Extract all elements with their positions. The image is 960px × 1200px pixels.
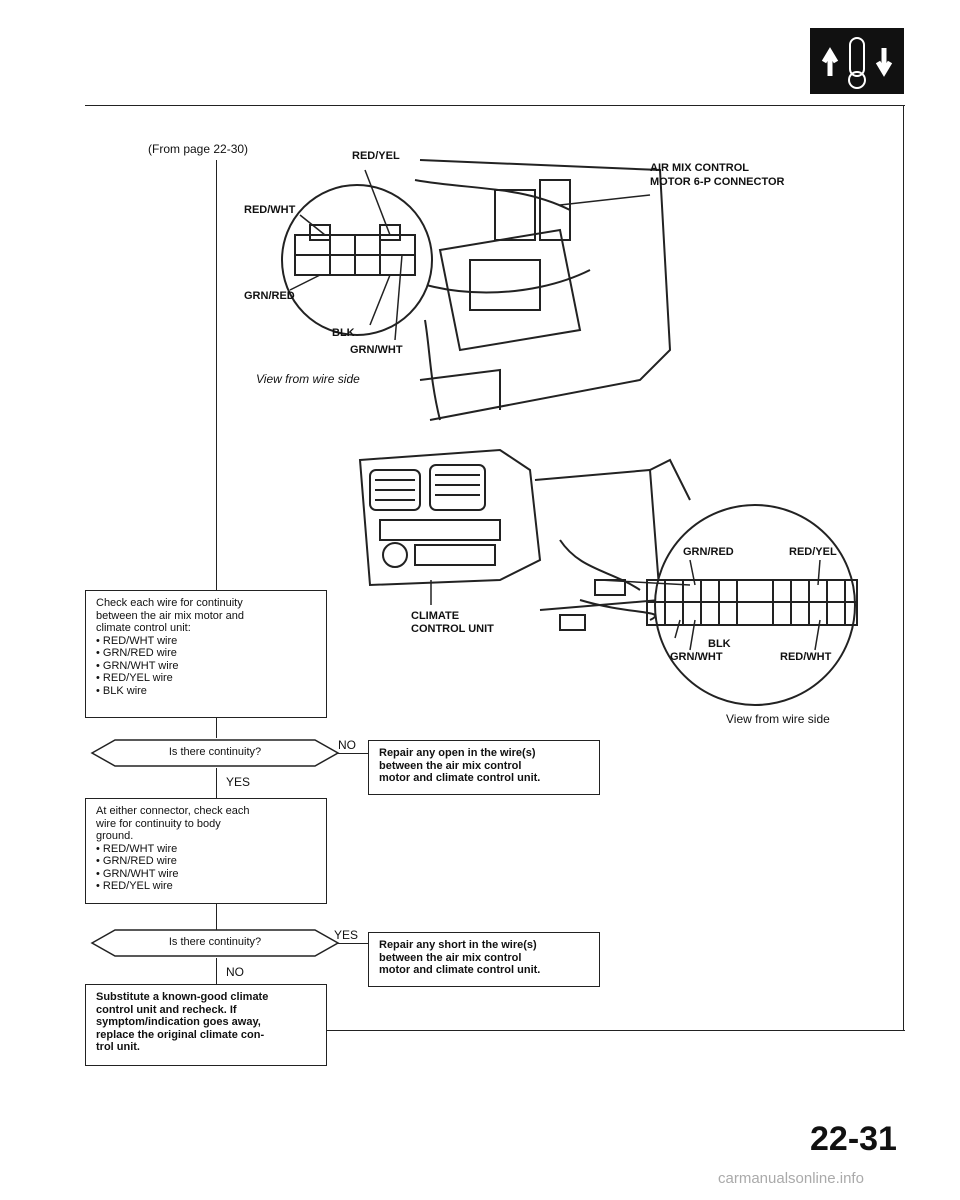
footer-url: carmanualsonline.info [718,1170,864,1187]
step2-intro-line: wire for continuity to body [96,817,221,830]
connector-blk-label: BLK [332,327,355,339]
decision2-yes-action-line: motor and climate control unit. [379,964,541,976]
climate-red-yel-label: RED/YEL [789,546,837,558]
page-number: 22-31 [810,1120,897,1158]
decision2-yes-action-line: between the air mix control [379,951,522,964]
climate-red-wht-label: RED/WHT [780,651,832,663]
flow-line [216,718,217,738]
step1-item: • GRN/RED wire [96,647,177,659]
connector-view-caption: View from wire side [256,372,360,386]
step3-line: Substitute a known-good climate [96,991,269,1003]
step2-item: • GRN/WHT wire [96,867,179,880]
connector-illustration [281,159,672,421]
step2-item: • RED/YEL wire [96,880,173,892]
flow-line [216,768,217,798]
connector-grn-red-label: GRN/RED [244,290,295,302]
step2-intro-line: At either connector, check each [96,805,250,817]
flow-line [216,904,217,930]
step2-box: At either connector, check each wire for… [85,798,327,904]
top-rule [85,105,905,106]
decision1-no-action-line: Repair any open in the wire(s) [379,747,536,759]
decision1-yes-label: YES [226,775,251,789]
step3-box: Substitute a known-good climate control … [85,984,327,1066]
connector-title-line1: AIR MIX CONTROL [650,162,749,174]
decision1-question: Is there continuity? [168,746,262,758]
climate-unit-label-line1: CLIMATE [411,610,460,622]
step1-item: • GRN/WHT wire [96,659,179,672]
connector-title-line2: MOTOR 6-P CONNECTOR [650,176,785,188]
from-page-ref: (From page 22-30) [148,142,249,156]
step3-line: replace the original climate con- [96,1028,265,1041]
step1-box: Check each wire for continuity between t… [85,590,327,718]
step1-intro-line: Check each wire for continuity [96,597,243,609]
step2-item: • RED/WHT wire [96,842,178,855]
bottom-rule [85,1030,905,1031]
decision2-yes-action-line: Repair any short in the wire(s) [379,939,537,951]
step1-item: • RED/YEL wire [96,672,173,684]
decision2-no-label: NO [226,965,244,979]
decision2-yes-connector [338,943,370,944]
heater-temperature-icon [810,28,904,94]
decision2-yes-action: Repair any short in the wire(s) between … [368,932,600,987]
decision1-no-action: Repair any open in the wire(s) between t… [368,740,600,795]
climate-grn-wht-label: GRN/WHT [670,651,723,663]
climate-view-caption: View from wire side [726,712,830,726]
right-rule [903,105,904,1030]
connector-grn-wht-label: GRN/WHT [350,344,403,356]
decision1-no-action-line: between the air mix control [379,759,522,772]
step2-intro-line: ground. [96,830,134,842]
climate-unit-label-line2: CONTROL UNIT [411,623,494,635]
connector-red-yel-label: RED/YEL [352,150,400,162]
step1-intro-line: between the air mix motor and [96,609,244,622]
flow-line [216,958,217,984]
flow-line [216,160,217,590]
step3-line: trol unit. [96,1041,140,1053]
step1-item: • BLK wire [96,684,147,697]
step3-line: control unit and recheck. If [96,1003,237,1016]
decision1-no-label: NO [338,738,356,752]
climate-control-illustration [358,448,858,706]
step3-line: symptom/indication goes away, [96,1016,261,1028]
climate-grn-red-label: GRN/RED [683,546,734,558]
decision1-no-action-line: motor and climate control unit. [379,772,541,784]
connector-red-wht-label: RED/WHT [244,204,296,216]
climate-blk-label: BLK [708,638,731,650]
decision1-no-connector [338,753,370,754]
decision2-question: Is there continuity? [168,936,262,948]
step2-item: • GRN/RED wire [96,855,177,867]
decision2-yes-label: YES [334,928,359,942]
step1-item: • RED/WHT wire [96,634,178,647]
step1-intro-line: climate control unit: [96,622,191,634]
